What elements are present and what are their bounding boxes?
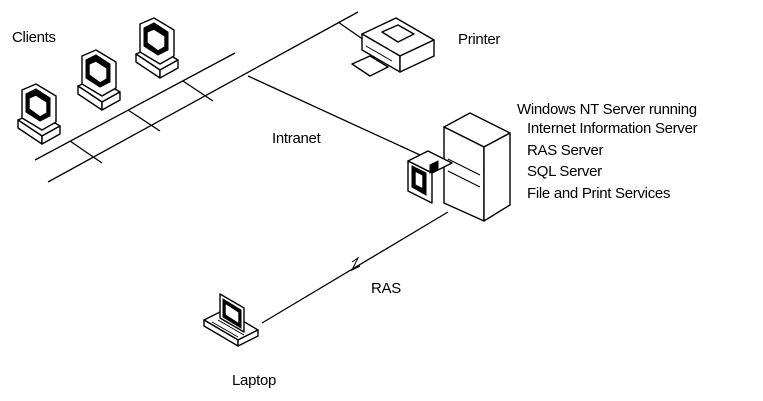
client-drop-3 (182, 80, 214, 102)
intranet-backbone (47, 11, 359, 183)
clients-label: Clients (12, 29, 56, 46)
service-item: File and Print Services (527, 184, 671, 202)
server-link (247, 75, 421, 156)
client-drop-2 (127, 109, 161, 132)
client-computer-2 (77, 49, 121, 111)
printer-device (351, 17, 435, 77)
clients-bus (34, 52, 236, 161)
ras-link-break (350, 256, 361, 272)
service-item: Internet Information Server (527, 120, 698, 137)
laptop-device (203, 293, 259, 347)
ras-label: RAS (371, 280, 401, 297)
network-links (34, 11, 449, 324)
server-services-list: Internet Information Server RAS Server S… (527, 118, 698, 204)
laptop-label: Laptop (232, 372, 277, 389)
server-device (407, 112, 511, 222)
service-item: SQL Server (527, 163, 602, 180)
intranet-label: Intranet (272, 130, 321, 147)
client-drop-1 (69, 140, 103, 164)
client-computer-3 (135, 17, 179, 79)
ras-link (261, 211, 449, 324)
printer-label: Printer (458, 31, 501, 48)
service-item: RAS Server (527, 141, 604, 159)
server-title-label: Windows NT Server running (517, 101, 697, 118)
client-computer-1 (17, 83, 61, 145)
printer-drop (337, 21, 365, 41)
